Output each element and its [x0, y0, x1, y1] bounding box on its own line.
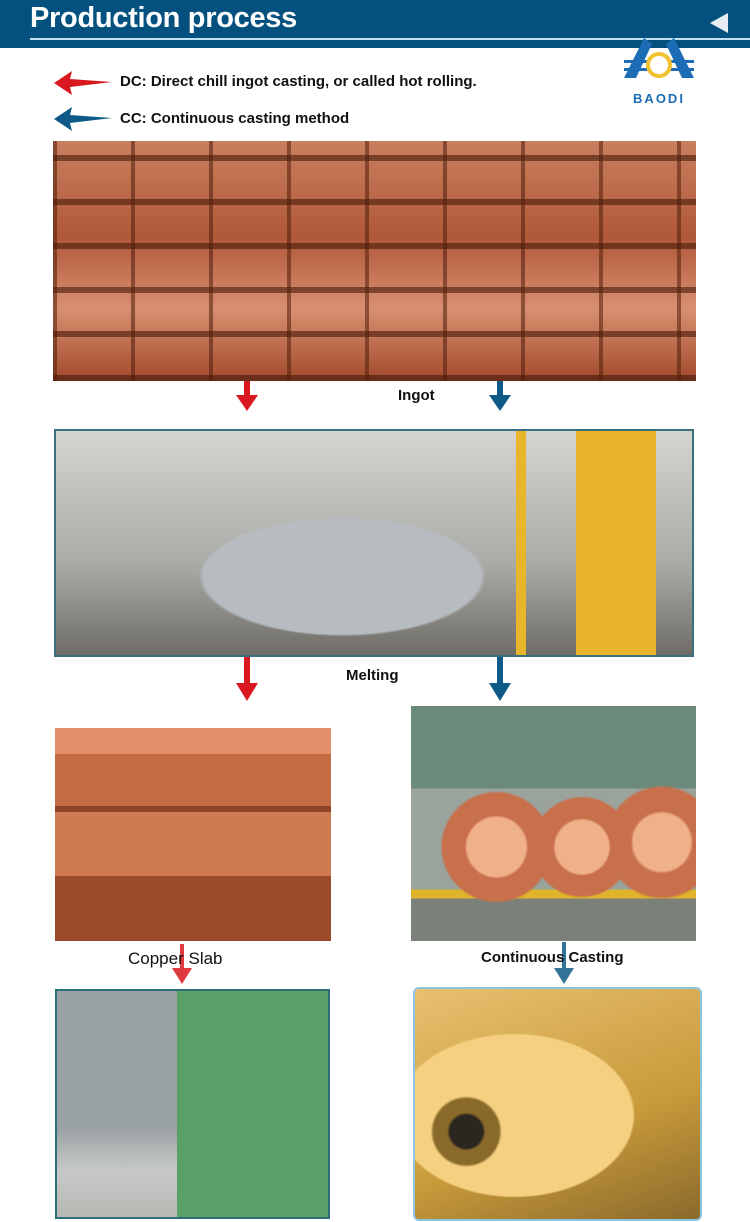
header-bar: Production process — [0, 0, 750, 48]
logo-mark-icon — [624, 38, 694, 78]
step-label-ingot: Ingot — [398, 387, 435, 404]
ingot-photo — [53, 141, 696, 381]
copper-coils-photo — [411, 706, 696, 941]
blue-arrow-left-icon — [54, 107, 112, 131]
hot-rolling-mill-photo — [55, 989, 330, 1219]
page-title: Production process — [30, 2, 297, 34]
cc-arrow-down-icon — [554, 942, 574, 984]
legend-dc: DC: Direct chill ingot casting, or calle… — [120, 73, 477, 90]
step-label-continuous-casting: Continuous Casting — [481, 949, 624, 966]
red-arrow-left-icon — [54, 71, 112, 95]
cc-arrow-down-icon — [489, 381, 511, 411]
baodi-logo: BAODI — [622, 38, 696, 106]
copper-slab-photo — [55, 706, 331, 941]
header-divider — [30, 38, 750, 40]
dc-arrow-down-icon — [236, 657, 258, 701]
dc-arrow-down-icon — [236, 381, 258, 411]
step-label-copper-slab: Copper Slab — [128, 949, 223, 968]
legend-cc: CC: Continuous casting method — [120, 110, 350, 127]
cc-arrow-down-icon — [489, 657, 511, 701]
triangle-left-icon[interactable] — [710, 13, 728, 33]
logo-text: BAODI — [633, 91, 685, 106]
dc-arrow-down-icon — [172, 944, 192, 984]
melting-furnace-photo — [54, 429, 694, 657]
copper-foil-roll-photo — [413, 987, 702, 1221]
step-label-melting: Melting — [346, 667, 399, 684]
